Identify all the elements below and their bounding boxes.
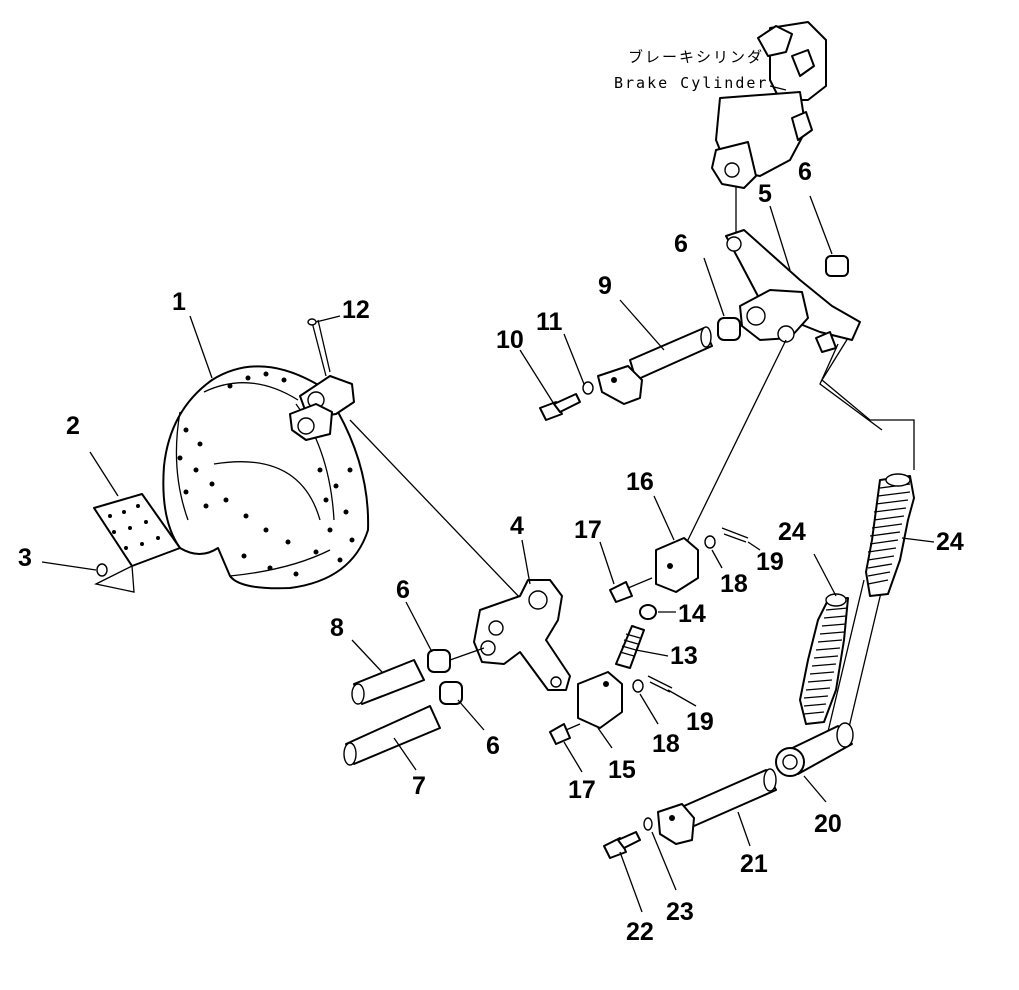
brake-cylinder — [711, 21, 827, 232]
spring-part-24-right — [865, 473, 915, 597]
leader-lines — [41, 195, 935, 913]
rivet-part-3 — [96, 563, 108, 577]
callout-6-lever4-lower: 6 — [486, 732, 500, 760]
bolt-part-10 — [539, 393, 581, 421]
callout-18-lower: 18 — [652, 730, 680, 758]
tube-part-20 — [775, 722, 854, 777]
callout-2: 2 — [66, 412, 80, 440]
callout-22: 22 — [626, 918, 654, 946]
callout-4: 4 — [510, 512, 524, 540]
callout-1: 1 — [172, 288, 186, 316]
callout-11: 11 — [536, 308, 563, 336]
pin-part-12 — [307, 318, 331, 377]
lever-part-4 — [473, 579, 571, 691]
callout-14: 14 — [678, 600, 706, 628]
callout-19-upper: 19 — [756, 548, 784, 576]
block-part-16 — [655, 537, 699, 593]
pin-part-19-lower — [647, 675, 673, 693]
bolt-part-13 — [615, 625, 645, 669]
callout-5: 5 — [758, 180, 772, 208]
washer-part-18-lower — [632, 679, 644, 693]
callout-15: 15 — [608, 756, 636, 784]
pin-part-8 — [351, 659, 425, 705]
callout-18-upper: 18 — [720, 570, 748, 598]
callout-20: 20 — [814, 810, 842, 838]
annotation-japanese: ブレーキシリンダ — [628, 48, 764, 66]
callout-8: 8 — [330, 614, 344, 642]
lever-part-5 — [725, 229, 861, 353]
callout-24-left: 24 — [778, 518, 806, 546]
bolt-part-17-lower — [549, 723, 581, 745]
washer-part-11 — [582, 381, 594, 395]
nut-part-14 — [639, 604, 657, 620]
callout-13: 13 — [670, 642, 698, 670]
bushing-6-lever4-upper — [427, 647, 485, 673]
bolt-part-17-upper — [609, 577, 653, 603]
callout-12: 12 — [342, 296, 370, 324]
lining-part-2 — [93, 493, 181, 593]
callout-23: 23 — [666, 898, 694, 926]
pin-part-19-upper — [721, 527, 749, 543]
callout-21: 21 — [740, 850, 768, 878]
bushing-6-lever4-lower — [439, 681, 463, 705]
callout-17-lower: 17 — [568, 776, 596, 804]
pin-part-21 — [657, 768, 777, 845]
brake-band-part-1 — [162, 365, 370, 590]
pin-part-9 — [597, 326, 713, 405]
callout-6-top-right: 6 — [798, 158, 812, 186]
bushing-6-top-left — [717, 317, 741, 341]
callout-6-top-left: 6 — [674, 230, 688, 258]
block-part-15 — [577, 671, 623, 729]
spring-part-24-left — [799, 593, 849, 725]
bushing-6-top-right — [825, 255, 849, 277]
callout-3: 3 — [18, 544, 32, 572]
callout-24-right: 24 — [936, 528, 964, 556]
pin-part-7 — [343, 705, 441, 766]
washer-part-18-upper — [704, 535, 716, 549]
callout-17-upper: 17 — [574, 516, 602, 544]
callout-6-lever4-upper: 6 — [396, 576, 410, 604]
washer-part-23 — [643, 817, 653, 831]
callout-7: 7 — [412, 772, 426, 800]
bolt-part-22 — [603, 831, 641, 859]
annotation-english: Brake Cylinder — [614, 74, 768, 92]
callout-16: 16 — [626, 468, 654, 496]
callout-19-lower: 19 — [686, 708, 714, 736]
callout-10: 10 — [496, 326, 524, 354]
callout-9: 9 — [598, 272, 612, 300]
